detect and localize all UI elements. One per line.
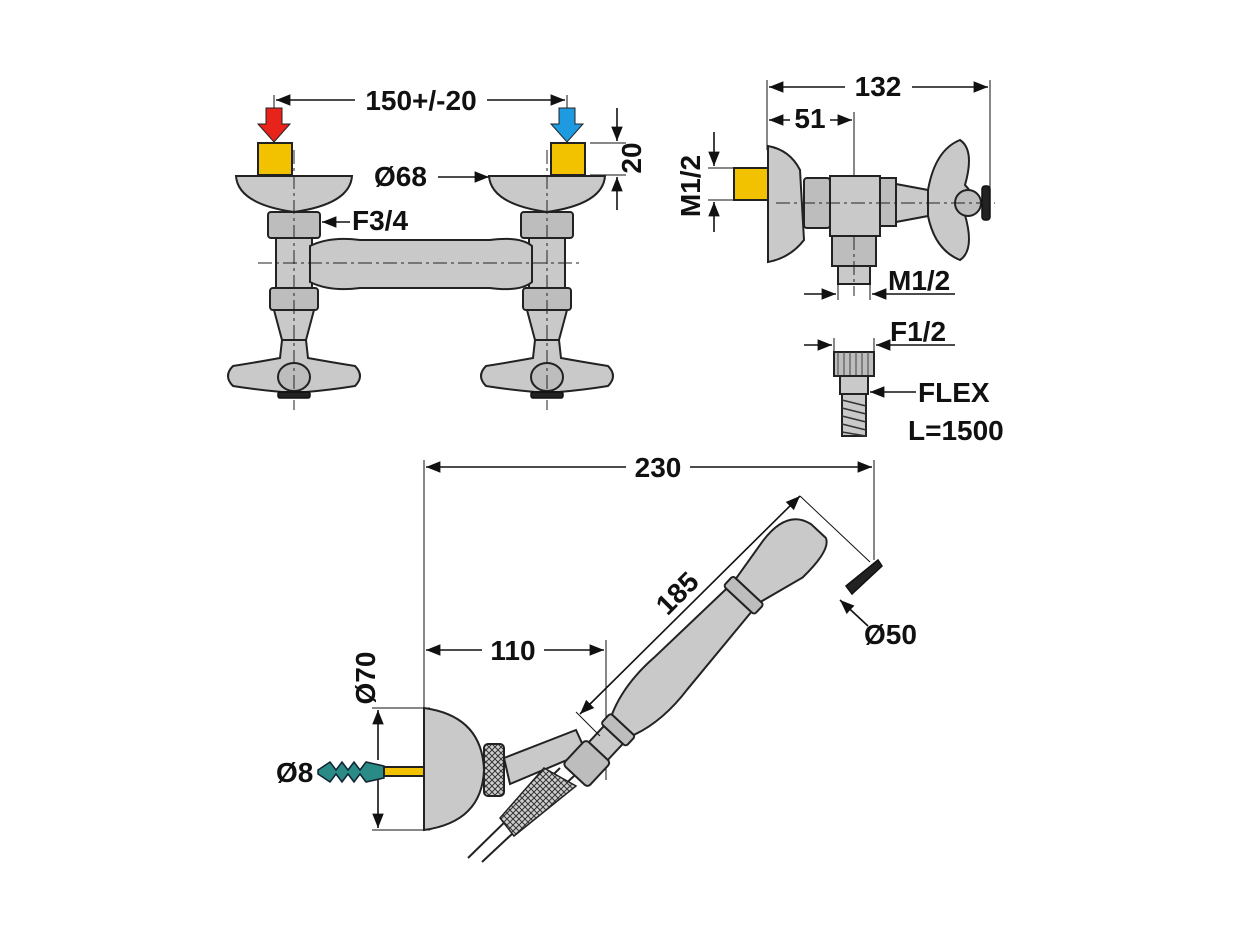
length-185-label: 185: [650, 566, 705, 621]
f34-label: F3/4: [352, 205, 408, 236]
dim-ext-185-b: [799, 495, 871, 563]
wall-plug-icon: [317, 760, 385, 784]
side-escutcheon: [767, 144, 806, 264]
dia50-leader: [839, 599, 869, 627]
shower-handle: [563, 518, 828, 787]
hot-water-arrow-icon: [256, 107, 292, 143]
shower-face-plate: [844, 558, 883, 596]
f12-label: F1/2: [890, 316, 946, 347]
spacing-label: 150+/-20: [365, 85, 476, 116]
dim-ext-185-a: [575, 711, 601, 737]
width-230-label: 230: [635, 452, 682, 483]
shower-hose-coil: [499, 767, 578, 838]
dia70-label: Ø70: [350, 652, 381, 705]
brass-inlet-right: [550, 142, 586, 176]
mixer-front-view: 150+/-20 20 Ø68 F3/4: [227, 85, 647, 410]
side-bonnet: [879, 177, 897, 227]
flex-hose-coils: [841, 399, 867, 437]
hand-shower-view: 230 110 Ø70 Ø8: [276, 452, 917, 863]
brass-inlet-left: [257, 142, 293, 176]
m12-side-label: M1/2: [675, 155, 706, 217]
wall-holder-knurled-nut: [483, 743, 505, 797]
flex-length-label: L=1500: [908, 415, 1004, 446]
dia50-label: Ø50: [864, 619, 917, 650]
width-51-label: 51: [794, 103, 825, 134]
width-132-label: 132: [855, 71, 902, 102]
mixer-side-view: 132 51 M1/2 M1/2: [675, 71, 995, 300]
height-20-label: 20: [616, 142, 647, 173]
m12-bottom-label: M1/2: [888, 265, 950, 296]
flex-hose-detail: F1/2 FLEX L=1500: [804, 316, 1004, 446]
flex-label: FLEX: [918, 377, 990, 408]
dia68-label: Ø68: [374, 161, 427, 192]
width-110-label: 110: [490, 635, 535, 666]
cold-water-arrow-icon: [549, 107, 585, 143]
flex-nut-knurl: [837, 352, 869, 376]
wall-holder-dome: [423, 706, 486, 832]
connecting-bar: [309, 237, 533, 291]
dia8-label: Ø8: [276, 757, 313, 788]
flex-ferrule: [839, 375, 869, 395]
dim-185-line: [579, 495, 801, 715]
wall-screw: [383, 766, 425, 777]
side-brass-inlet: [733, 167, 769, 201]
side-body: [829, 175, 881, 237]
